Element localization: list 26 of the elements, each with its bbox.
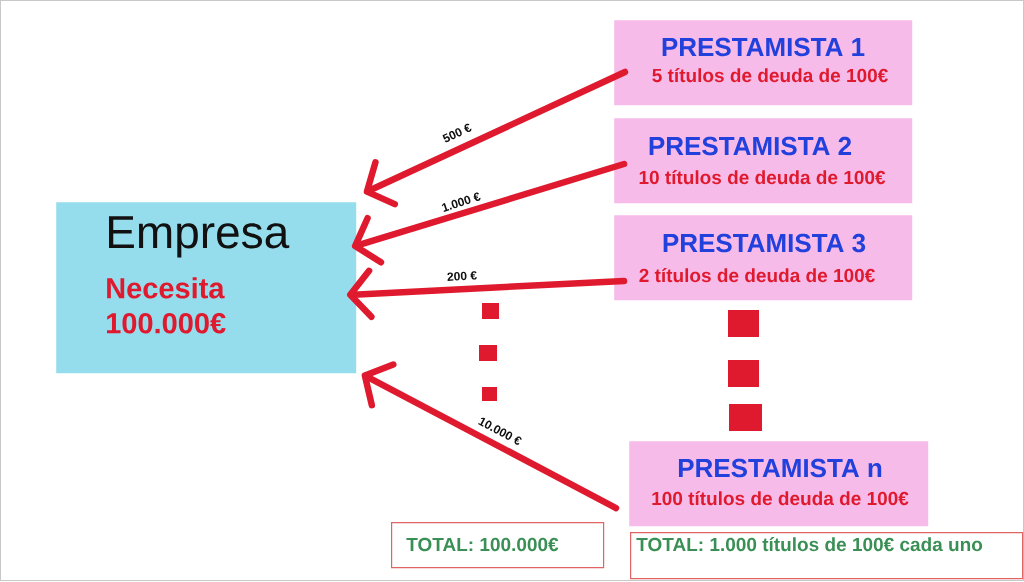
lender-title: PRESTAMISTA 1 xyxy=(662,37,865,57)
bond-description: 5 títulos de deuda de 100€ xyxy=(652,68,888,83)
lender-box xyxy=(629,441,929,527)
arrow xyxy=(351,160,628,266)
total-box xyxy=(630,532,1024,580)
lender-box xyxy=(614,215,913,301)
lender-box xyxy=(614,20,913,106)
edge-label: 500 € xyxy=(440,121,474,145)
lender-box xyxy=(614,118,913,204)
bond-description: 100 títulos de deuda de 100€ xyxy=(652,491,909,506)
lender-title: PRESTAMISTA n xyxy=(678,458,882,478)
arrow xyxy=(347,267,628,321)
company-name: Empresa xyxy=(109,216,290,258)
bond-description: 10 títulos de deuda de 100€ xyxy=(639,170,886,185)
total-text: TOTAL: 100.000€ xyxy=(406,537,559,552)
arrow xyxy=(361,361,620,512)
lender-title: PRESTAMISTA 2 xyxy=(649,136,852,156)
total-box xyxy=(391,522,605,569)
edge-label: 1.000 € xyxy=(439,190,483,214)
lender-title: PRESTAMISTA 3 xyxy=(663,233,866,253)
requirement-text: Necesita 100.000€ xyxy=(107,277,226,334)
total-text: TOTAL: 1.000 títulos de 100€ cada uno xyxy=(636,537,983,552)
bond-description: 2 títulos de deuda de 100€ xyxy=(639,268,875,283)
arrow xyxy=(363,68,629,208)
company-box xyxy=(56,202,357,374)
edge-label: 200 € xyxy=(445,269,479,283)
